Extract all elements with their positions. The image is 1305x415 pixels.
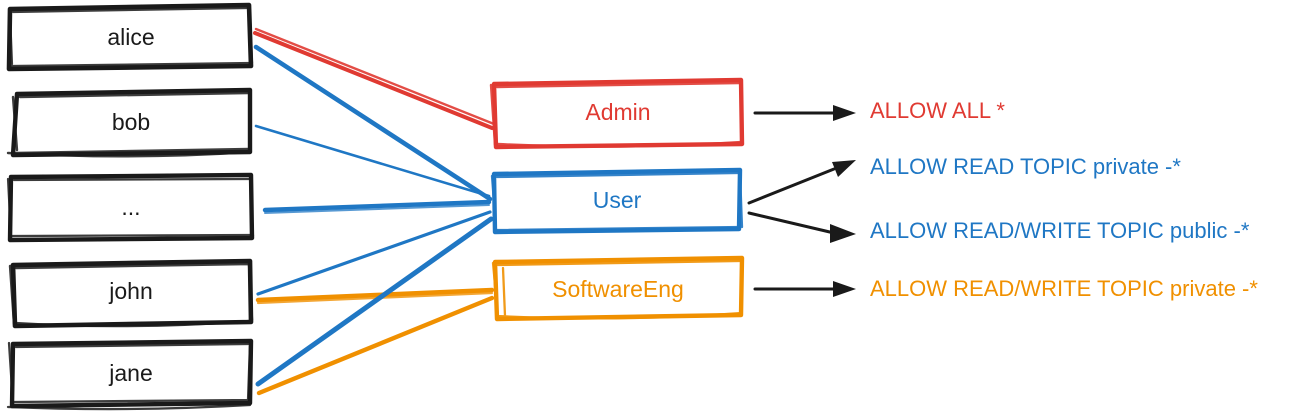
edge-more-user [262, 199, 492, 214]
permission-label-read-topic-private: ALLOW READ TOPIC private -* [870, 154, 1181, 179]
permission-label-allow-all: ALLOW ALL * [870, 98, 1005, 123]
user-label-bob: bob [112, 109, 150, 135]
edge-jane-user [255, 216, 494, 387]
arrow-group [747, 105, 856, 297]
arrow-admin-to-permission [753, 105, 856, 121]
edge-john-softwareeng [255, 287, 495, 305]
role-node-admin[interactable]: Admin [489, 77, 745, 150]
arrowhead-icon [832, 160, 856, 177]
role-node-softwareeng[interactable]: SoftwareEng [491, 255, 745, 322]
role-node-user[interactable]: User [490, 167, 744, 235]
user-node-alice[interactable]: alice [6, 2, 254, 72]
user-node-more[interactable]: ... [6, 172, 255, 243]
user-node-bob[interactable]: bob [6, 87, 253, 158]
arrow-user-to-permission-readwrite [747, 211, 856, 243]
user-node-jane[interactable]: jane [6, 338, 254, 411]
role-label-softwareeng: SoftwareEng [552, 276, 684, 302]
user-label-alice: alice [107, 24, 154, 50]
arrow-user-to-permission-read [747, 160, 856, 205]
user-label-john: john [108, 278, 152, 304]
arrowhead-icon [833, 281, 856, 297]
edge-alice-admin [253, 27, 496, 130]
edge-alice-user [253, 44, 493, 202]
permission-label-readwrite-topic-public: ALLOW READ/WRITE TOPIC public -* [870, 218, 1250, 243]
arrowhead-icon [830, 224, 856, 243]
arrowhead-icon [833, 105, 856, 121]
edge-jane-softwareeng [256, 295, 495, 396]
user-node-john[interactable]: john [8, 258, 254, 329]
edge-john-user [256, 210, 492, 296]
role-label-admin: Admin [585, 99, 650, 125]
edge-bob-user [254, 124, 491, 198]
arrow-softwareeng-to-permission [753, 281, 856, 297]
role-label-user: User [593, 187, 642, 213]
user-label-jane: jane [108, 360, 152, 386]
user-label-more: ... [121, 194, 140, 220]
edge-group [253, 27, 496, 396]
permission-label-readwrite-topic-private: ALLOW READ/WRITE TOPIC private -* [870, 276, 1258, 301]
